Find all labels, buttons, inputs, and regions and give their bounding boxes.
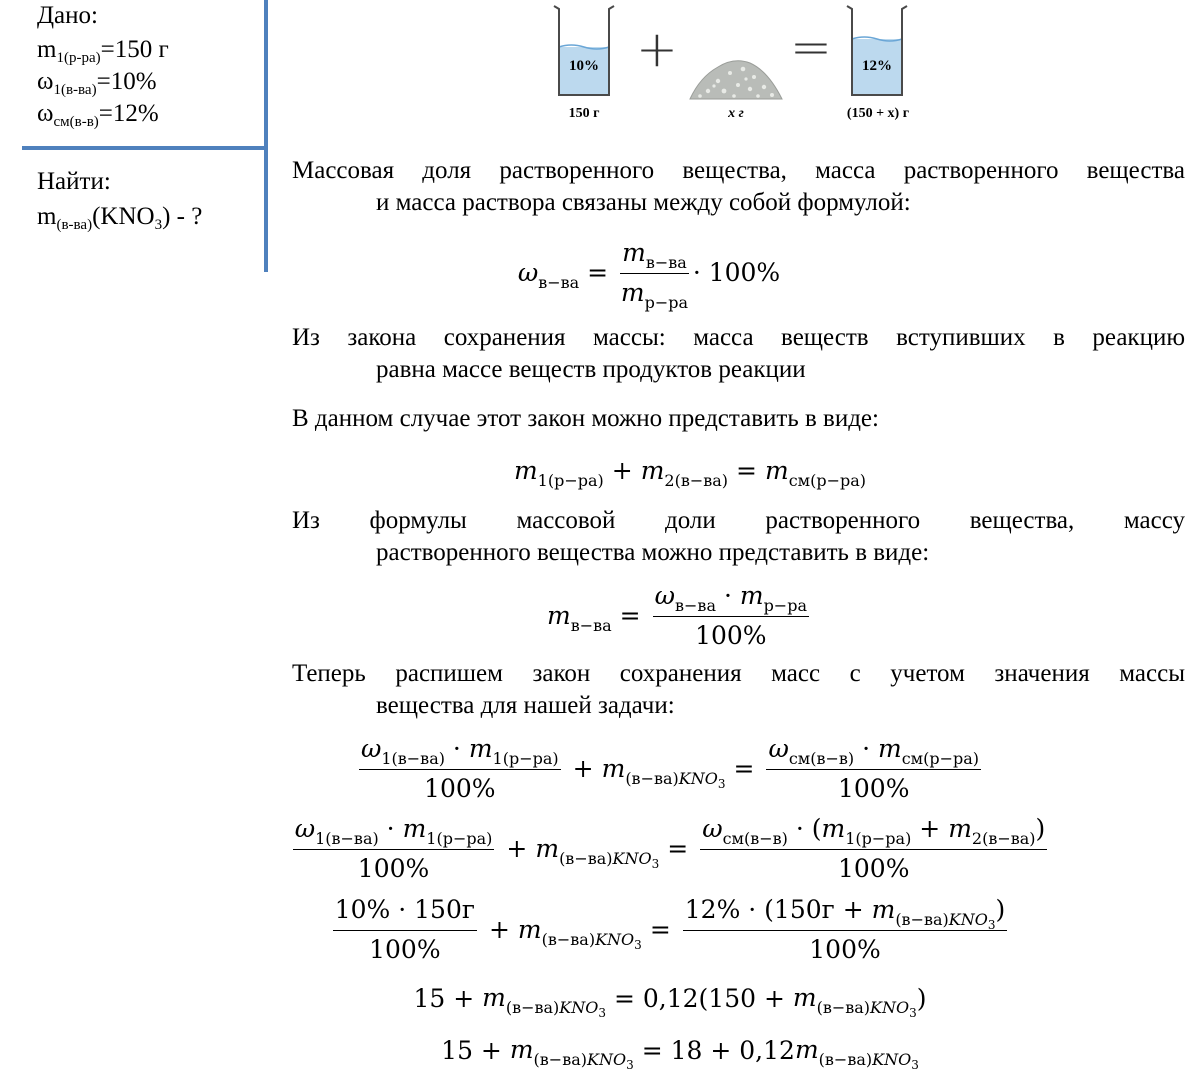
paragraph-solute-mass: Из формулы массовой доли растворенного в… xyxy=(292,505,1185,569)
plus-sign: + xyxy=(636,20,678,78)
powder-mass: x г xyxy=(728,106,744,121)
formula-mass-sum: m1(р−ра) + m2(в−ва) = mсм(р−ра) xyxy=(513,455,867,490)
formula-step-2: ω1(в−ва) · m1(р−ра) 100% + m(в−ва)KNO3 =… xyxy=(292,814,1048,883)
text-line: Из закона сохранения массы: масса вещест… xyxy=(292,324,1185,351)
powder-pile-icon xyxy=(689,60,783,100)
beaker-icon xyxy=(553,5,615,96)
paragraph-problem-setup: Теперь распишем закон сохранения масс с … xyxy=(292,658,1185,722)
beaker2-mass: (150 + x) г xyxy=(846,106,910,121)
paragraph-law-form: В данном случае этот закон можно предста… xyxy=(292,405,879,432)
formula-step-3: 10% · 150г 100% + m(в−ва)KNO3 = 12% · (1… xyxy=(332,895,1008,964)
text-line: растворенного вещества можно представить… xyxy=(376,539,930,566)
beaker1-mass: 150 г xyxy=(568,106,600,121)
text-line: вещества для нашей задачи: xyxy=(376,692,675,719)
given-m1: m1(р-ра)=150 г xyxy=(37,36,169,66)
paragraph-mass-fraction: Массовая доля растворенного вещества, ма… xyxy=(292,155,1185,219)
find-target: m(в-ва)(KNO3) - ? xyxy=(37,203,203,233)
mixing-illustration: 10% 150 г + x г = 12% (150 + x) г xyxy=(540,0,950,128)
beaker1-percent: 10% xyxy=(569,58,599,74)
beaker-icon xyxy=(846,5,908,96)
text-line: и масса раствора связаны между собой фор… xyxy=(376,189,911,216)
formula-mass-fraction: ωв−ва = mв−ва mр−ра · 100% xyxy=(517,238,781,312)
given-wsm: ωсм(в-в)=12% xyxy=(37,100,159,130)
vertical-divider xyxy=(264,0,268,272)
find-title: Найти: xyxy=(37,168,111,195)
paragraph-conservation-law: Из закона сохранения массы: масса вещест… xyxy=(292,322,1185,386)
formula-step-4: 15 + m(в−ва)KNO3 = 0,12(150 + m(в−ва)KNO… xyxy=(413,983,927,1020)
text-line: Из формулы массовой доли растворенного в… xyxy=(292,507,1185,534)
text-line: равна массе веществ продуктов реакции xyxy=(376,356,806,383)
given-w1: ω1(в-ва)=10% xyxy=(37,68,157,98)
formula-step-1: ω1(в−ва) · m1(р−ра) 100% + m(в−ва)KNO3 =… xyxy=(358,734,982,803)
horizontal-divider xyxy=(22,146,268,150)
given-find-block: Дано: m1(р-ра)=150 г ω1(в-ва)=10% ωсм(в-… xyxy=(0,0,270,275)
given-title: Дано: xyxy=(37,2,98,29)
text-line: Теперь распишем закон сохранения масс с … xyxy=(292,660,1185,687)
formula-solute-mass: mв−ва = ωв−ва · mр−ра 100% xyxy=(546,581,809,650)
beaker2-percent: 12% xyxy=(862,58,892,74)
formula-step-5: 15 + m(в−ва)KNO3 = 18 + 0,12 m(в−ва)KNO3 xyxy=(441,1035,919,1072)
equals-sign: = xyxy=(790,18,832,76)
text-line: Массовая доля растворенного вещества, ма… xyxy=(292,157,1185,184)
